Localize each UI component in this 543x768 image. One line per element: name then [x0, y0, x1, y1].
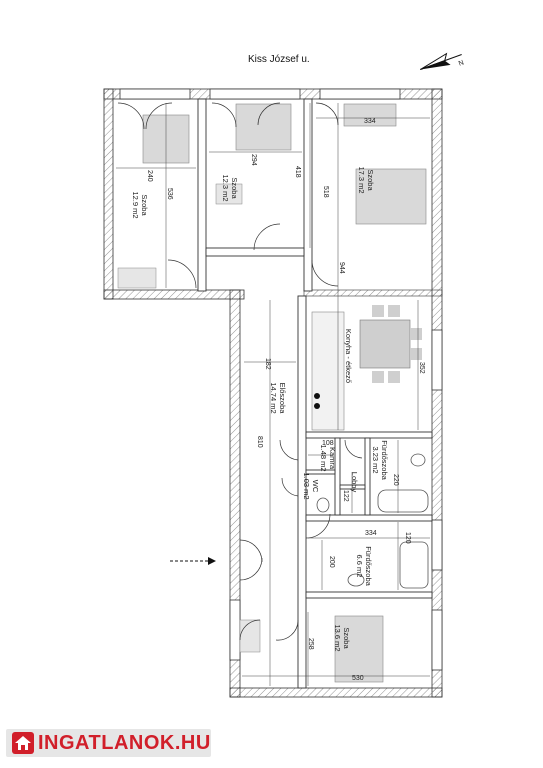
- logo-text: INGATLANOK.HU: [38, 731, 211, 754]
- site-logo: INGATLANOK.HU: [6, 729, 211, 757]
- svg-text:Előszoba: Előszoba: [278, 383, 287, 415]
- svg-text:6.6 m2: 6.6 m2: [355, 555, 364, 578]
- room-label-lobby: Lobby: [350, 472, 359, 493]
- room-label-room-d: Szoba 13.6 m2: [333, 624, 351, 651]
- svg-text:WC: WC: [311, 480, 320, 493]
- svg-text:14.74 m2: 14.74 m2: [269, 382, 278, 413]
- svg-text:Lobby: Lobby: [350, 472, 359, 493]
- dim-334-top: 334: [364, 118, 376, 125]
- room-label-hall: Előszoba 14.74 m2: [269, 382, 287, 414]
- dim-810: 810: [256, 436, 263, 448]
- svg-text:Kamra: Kamra: [328, 447, 337, 470]
- room-label-wc: WC 1.03 m2: [302, 472, 320, 499]
- outer-walls: [103, 88, 443, 698]
- room-label-room-c: Szoba 17.3 m2: [357, 166, 375, 193]
- room-label-room-b: Szoba 12.3 m2: [221, 174, 239, 201]
- svg-text:17.3 m2: 17.3 m2: [357, 166, 366, 193]
- doors: [117, 102, 363, 641]
- svg-text:12.9 m2: 12.9 m2: [131, 191, 140, 218]
- room-label-pantry: Kamra 1.48 m2: [319, 444, 337, 471]
- street-label: Kiss József u.: [248, 54, 310, 65]
- dim-200: 200: [328, 556, 335, 568]
- dim-294: 294: [250, 154, 257, 166]
- svg-text:1.03 m2: 1.03 m2: [302, 472, 311, 499]
- dim-418: 418: [294, 166, 301, 178]
- dim-108: 108: [322, 440, 334, 447]
- dim-334-bath: 334: [365, 530, 377, 537]
- room-label-room-a: Szoba 12.9 m2: [131, 191, 149, 218]
- north-arrow-icon: N: [420, 52, 465, 70]
- dim-258: 258: [307, 638, 314, 650]
- dim-944: 944: [338, 262, 345, 274]
- dim-518: 518: [322, 186, 329, 198]
- svg-text:N: N: [458, 59, 465, 67]
- dim-122: 122: [342, 490, 349, 502]
- dim-530: 530: [352, 675, 364, 682]
- svg-text:1.48 m2: 1.48 m2: [319, 444, 328, 471]
- house-logo-icon: [12, 732, 34, 754]
- svg-text:Konyha - étkező: Konyha - étkező: [344, 329, 353, 383]
- room-label-bath-small: Fürdőszoba 3.23 m2: [371, 440, 389, 480]
- inner-walls: [197, 98, 433, 689]
- dim-120: 120: [404, 532, 411, 544]
- svg-text:13.6 m2: 13.6 m2: [333, 624, 342, 651]
- dim-536: 536: [166, 188, 173, 200]
- dim-240: 240: [146, 170, 153, 182]
- furniture: [117, 103, 429, 683]
- room-label-bath-large: Fürdőszoba 6.6 m2: [355, 546, 373, 586]
- entrance-arrow-icon: [170, 557, 216, 565]
- svg-text:Szoba: Szoba: [342, 627, 351, 649]
- dim-220: 220: [392, 474, 399, 486]
- svg-text:Szoba: Szoba: [366, 169, 375, 191]
- svg-text:Szoba: Szoba: [140, 194, 149, 216]
- svg-text:Szoba: Szoba: [230, 177, 239, 199]
- svg-text:Fürdőszoba: Fürdőszoba: [364, 546, 373, 586]
- dim-182: 182: [264, 358, 271, 370]
- room-label-kitchen: Konyha - étkező: [344, 329, 353, 383]
- svg-text:Fürdőszoba: Fürdőszoba: [380, 440, 389, 480]
- svg-text:3.23 m2: 3.23 m2: [371, 446, 380, 473]
- dimension-lines: [116, 103, 430, 686]
- dim-352: 352: [418, 362, 425, 374]
- svg-text:12.3 m2: 12.3 m2: [221, 174, 230, 201]
